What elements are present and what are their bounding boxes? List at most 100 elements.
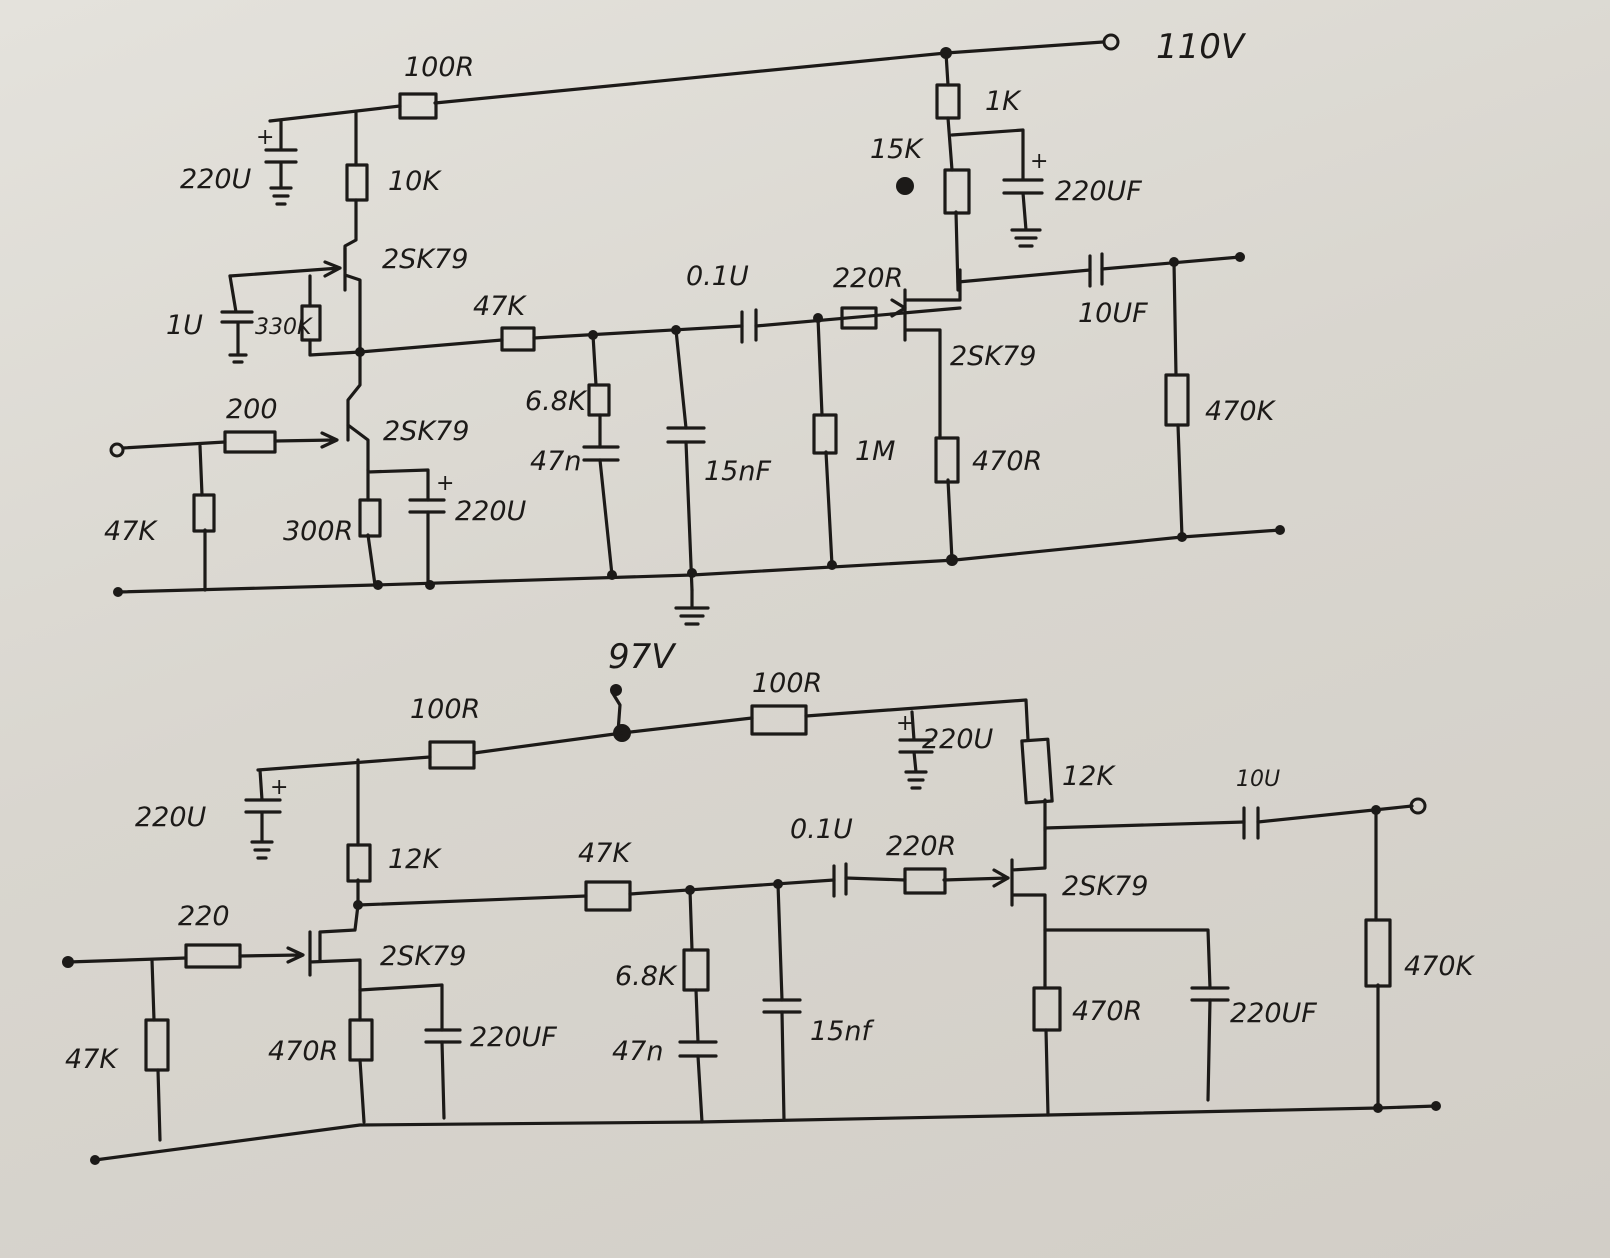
bottom-c-15nf <box>762 998 802 1014</box>
top-r-drain-label: 10K <box>388 166 442 197</box>
bottom-circuit: 97V 100R + 220U 100R + 220U 12K 2SK79 22… <box>62 637 1476 1165</box>
wire <box>228 260 342 278</box>
bottom-c-220uf <box>1190 986 1230 1002</box>
bottom-r-68k-label: 6.8K <box>615 961 678 992</box>
top-r-330k-label: 330K <box>255 315 313 340</box>
bottom-c-filter2-label: 220U <box>922 724 994 755</box>
bottom-r-drain2-label: 12K <box>1062 761 1116 792</box>
wire <box>1374 808 1380 1110</box>
node <box>827 560 837 570</box>
wire <box>816 316 834 567</box>
bottom-c-out-label: 10U <box>1236 767 1280 792</box>
wire <box>358 983 446 1124</box>
wire <box>66 946 305 964</box>
bottom-r-47k-label: 47K <box>578 838 632 869</box>
node <box>607 570 617 580</box>
top-r-feed <box>398 92 438 120</box>
top-c-220uf-label: 220UF <box>1055 176 1142 207</box>
top-c-coupling <box>740 308 758 344</box>
top-q3 <box>903 268 962 437</box>
plus-mark: + <box>896 711 914 736</box>
node <box>90 1155 100 1165</box>
wire <box>938 433 954 562</box>
bottom-c-filter2 <box>898 710 934 790</box>
top-c-220uf <box>950 128 1044 248</box>
bottom-c-coupling-label: 0.1U <box>790 814 853 845</box>
wire <box>308 274 362 357</box>
top-r-drain <box>345 163 369 202</box>
top-circuit: 110V 100R + 220U 10K 2SK79 1U 330K 2SK79… <box>104 27 1285 626</box>
bottom-c-47n <box>678 1040 718 1058</box>
top-c-out-label: 10UF <box>1078 298 1148 329</box>
wire <box>1043 928 1212 1117</box>
wire <box>356 876 1010 907</box>
top-supply-label: 110V <box>1156 27 1247 67</box>
bottom-r-feed2 <box>750 704 808 736</box>
top-r-470r <box>934 436 960 484</box>
top-r-330k <box>300 304 322 342</box>
top-r-1k <box>935 83 961 120</box>
top-q2-label: 2SK79 <box>383 416 469 447</box>
bottom-r-drain1 <box>346 843 372 883</box>
bottom-c-220uf-label: 220UF <box>1230 998 1317 1029</box>
top-r-source-label: 300R <box>283 516 353 547</box>
top-c-1u <box>220 274 254 364</box>
bottom-r-47k <box>584 880 632 912</box>
bottom-r-in <box>144 1018 170 1072</box>
node <box>113 587 123 597</box>
top-r-gate <box>223 430 277 454</box>
bottom-r-220r-label: 220R <box>886 831 956 862</box>
wire <box>198 444 207 592</box>
bottom-supply-label: 97V <box>608 637 677 677</box>
top-r-1k-label: 1K <box>985 86 1022 117</box>
bottom-q1 <box>308 930 362 1022</box>
wire <box>318 758 360 962</box>
wire <box>776 882 786 1122</box>
top-supply-terminal <box>1102 33 1120 51</box>
wire <box>956 255 1242 284</box>
top-q2 <box>346 350 370 472</box>
top-r-1m <box>812 413 838 455</box>
wire <box>890 298 907 318</box>
bottom-r-feed2-label: 100R <box>752 668 822 699</box>
bottom-r-feed1 <box>428 740 476 770</box>
bottom-r-feed1-label: 100R <box>410 694 480 725</box>
node <box>1177 532 1187 542</box>
top-input-terminal <box>109 442 125 458</box>
bottom-r-470r-label: 470R <box>1072 996 1142 1027</box>
top-c-15nf <box>666 426 706 444</box>
top-q1 <box>343 246 362 354</box>
node <box>1275 525 1285 535</box>
top-c-coupling-label: 0.1U <box>686 261 749 292</box>
bottom-r-source-label: 470R <box>268 1036 338 1067</box>
node <box>425 580 435 590</box>
top-q1-label: 2SK79 <box>382 244 468 275</box>
top-ground-rail <box>116 528 1282 594</box>
bottom-c-filter1-label: 220U <box>135 802 207 833</box>
top-r-220r <box>840 306 878 330</box>
top-r-470k-label: 470K <box>1205 396 1277 427</box>
bottom-r-470k-label: 470K <box>1404 951 1476 982</box>
bottom-c-out <box>1242 806 1260 840</box>
top-r-15k-label: 15K <box>870 134 924 165</box>
top-c-out <box>1088 252 1104 288</box>
top-c-15nf-label: 15nF <box>704 456 771 487</box>
top-r-in-label: 47K <box>104 516 158 547</box>
bottom-output-terminal <box>1409 797 1427 815</box>
top-r-68k <box>587 383 611 417</box>
top-r-47k <box>500 326 536 352</box>
top-r-470k <box>1164 373 1190 427</box>
wire <box>992 868 1010 888</box>
top-c-filter-label: 220U <box>180 164 252 195</box>
bottom-r-in-label: 47K <box>65 1044 119 1075</box>
top-r-68k-label: 6.8K <box>525 386 588 417</box>
bottom-q2-label: 2SK79 <box>1062 871 1148 902</box>
bottom-r-gate <box>184 943 242 969</box>
top-c-source <box>408 498 446 514</box>
wire <box>944 51 960 292</box>
node <box>373 580 383 590</box>
wire <box>620 698 1030 742</box>
wire <box>256 731 624 772</box>
bottom-c-source <box>424 1028 462 1044</box>
bottom-r-470r <box>1032 986 1062 1032</box>
